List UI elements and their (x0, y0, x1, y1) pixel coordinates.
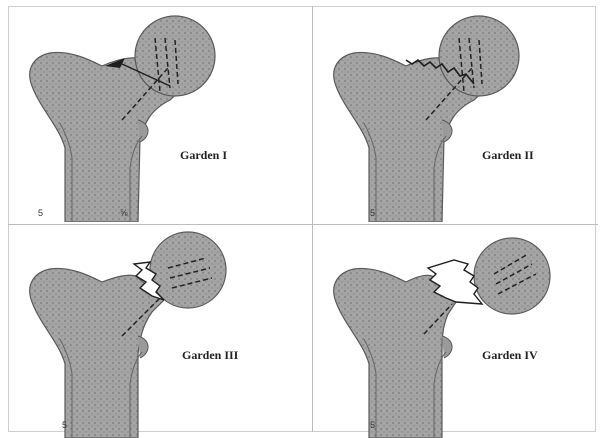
divider-vertical (312, 6, 313, 432)
panel-label: Garden I (180, 148, 227, 163)
scale-mark: 5 (38, 208, 43, 218)
panel-label: Garden III (182, 348, 238, 363)
panel-label: Garden II (482, 148, 534, 163)
scale-mark: 5 (370, 420, 375, 430)
scale-mark: 5 (370, 208, 375, 218)
femur-illustration-4 (314, 224, 600, 438)
panel-garden-1: Garden I 5 ⅝ (10, 8, 310, 222)
femur-illustration-3 (10, 224, 310, 438)
panel-garden-3: Garden III 5 (10, 224, 310, 438)
panel-label: Garden IV (482, 348, 538, 363)
femur-illustration-1 (10, 8, 310, 222)
panel-garden-2: Garden II 5 (314, 8, 600, 222)
panel-garden-4: Garden IV 5 (314, 224, 600, 438)
scale-mark: 5 (62, 420, 67, 430)
annotation-mark: ⅝ (120, 208, 128, 218)
femur-illustration-2 (314, 8, 600, 222)
